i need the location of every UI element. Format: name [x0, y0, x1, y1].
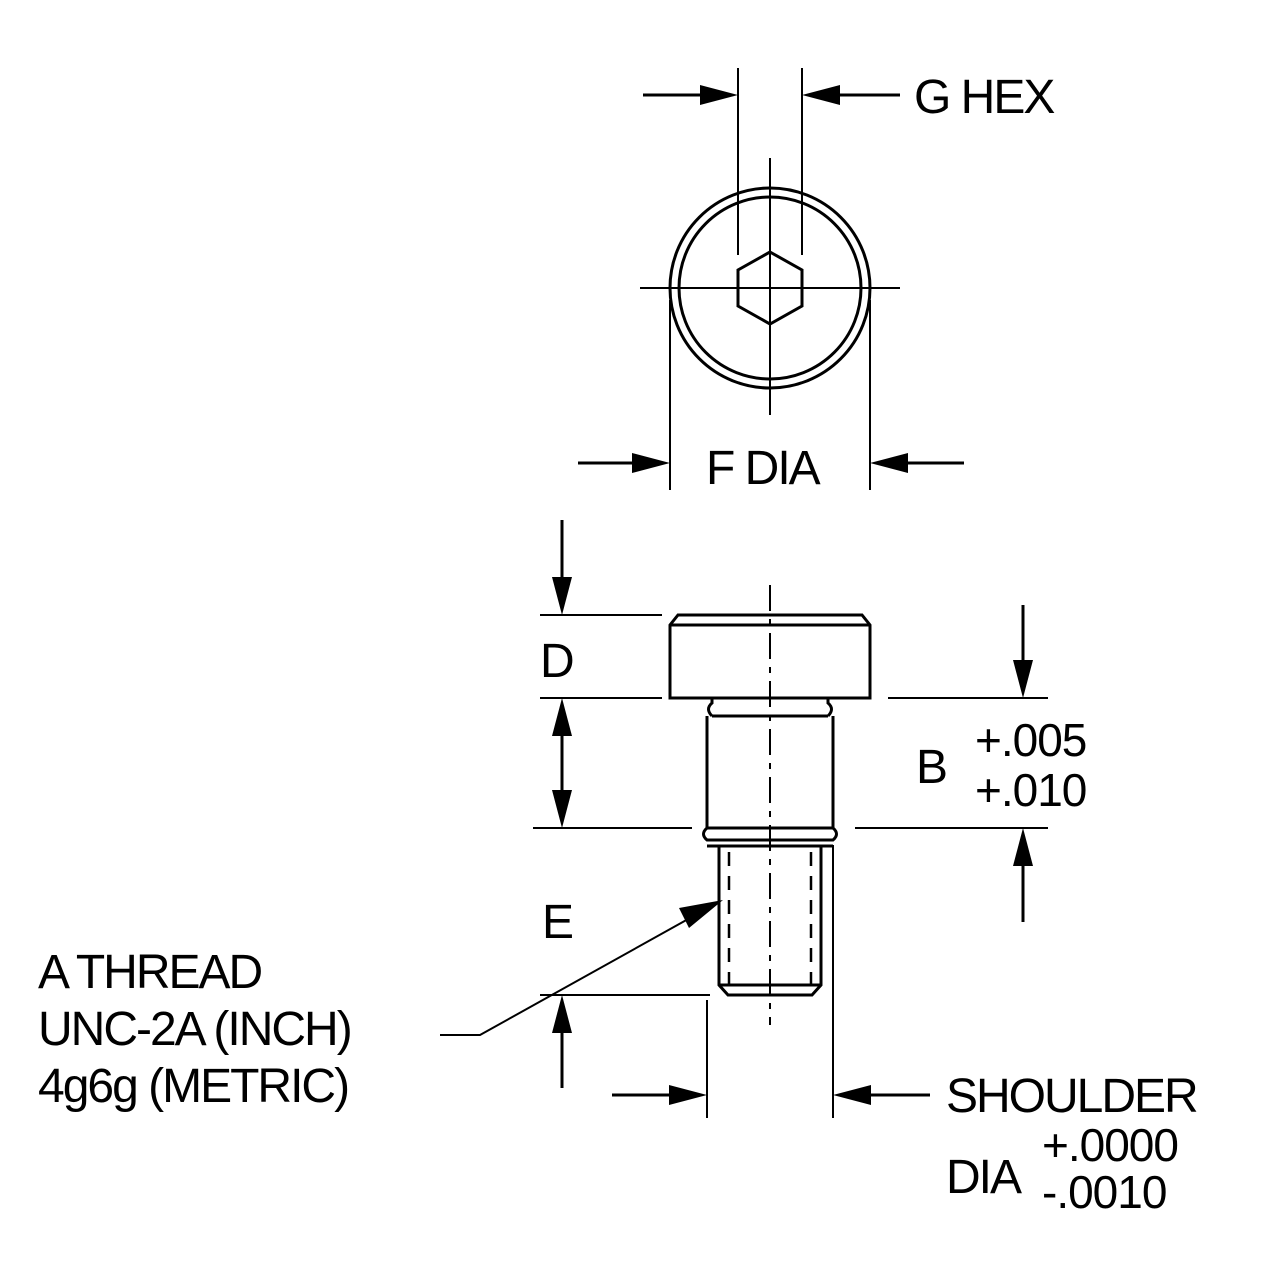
e-label: E: [542, 896, 572, 949]
e-arrow-down-bottom: [552, 790, 572, 828]
thread-label-line1: A THREAD: [38, 946, 262, 999]
d-label: D: [540, 635, 573, 688]
e-arrow-up-top: [552, 698, 572, 736]
shoulder-arrow-left: [669, 1085, 707, 1105]
shoulder-dia-label: DIA: [946, 1151, 1022, 1204]
g-hex-arrow-left: [700, 85, 738, 105]
b-label: B: [916, 741, 946, 794]
thread-leader-arrow: [679, 900, 723, 928]
shoulder-tolerance-lower: -.0010: [1042, 1166, 1166, 1218]
f-dia-arrow-right: [870, 453, 908, 473]
b-tolerance-upper: +.005: [975, 714, 1086, 766]
thread-length-arrow-up: [552, 995, 572, 1033]
b-tolerance-lower: +.010: [975, 764, 1086, 816]
b-arrow-down: [1013, 660, 1033, 698]
top-view: G HEX F DIA: [578, 68, 1057, 495]
shoulder-label: SHOULDER: [946, 1070, 1197, 1123]
shoulder-tolerance-upper: +.0000: [1042, 1119, 1178, 1171]
b-arrow-up: [1013, 828, 1033, 866]
thread-leader-line: [440, 917, 691, 1036]
thread-label-line2: UNC-2A (INCH): [38, 1003, 351, 1056]
f-dia-arrow-left: [632, 453, 670, 473]
d-arrow-down: [552, 577, 572, 615]
side-view: D E B +.005 +.010 A THREAD UNC-2A (INCH)…: [38, 520, 1199, 1218]
g-hex-arrow-right: [802, 85, 840, 105]
shoulder-arrow-right: [833, 1085, 871, 1105]
f-dia-label: F DIA: [706, 442, 821, 495]
thread-label-line3: 4g6g (METRIC): [38, 1060, 348, 1113]
g-hex-label: G HEX: [914, 71, 1055, 124]
